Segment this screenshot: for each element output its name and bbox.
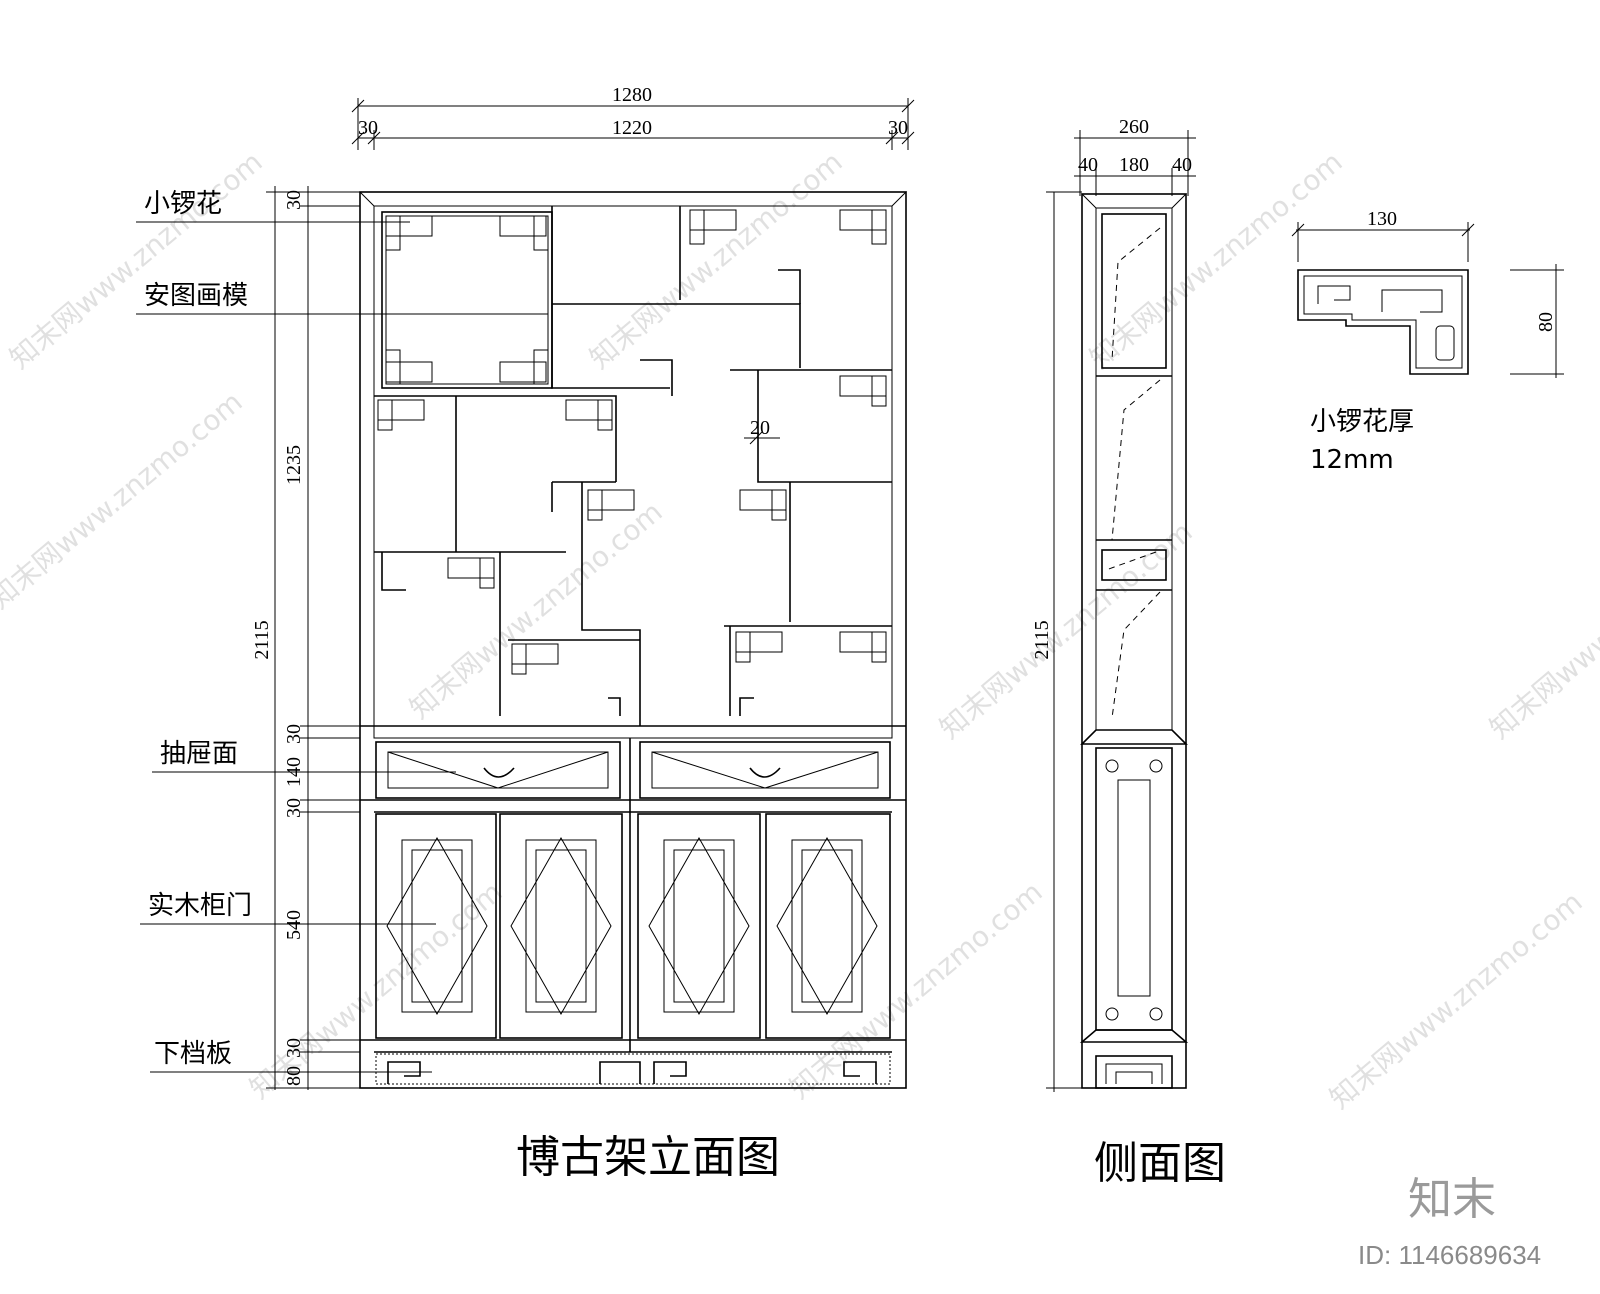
bracket-ornament (587, 489, 635, 511)
dim-detail-height: 80 (1535, 312, 1557, 332)
top-dimensions: 1280 30 1220 30 (351, 84, 915, 150)
front-elevation-title: 博古架立面图 (516, 1132, 780, 1183)
callouts: 小锣花 安图画模 抽屉面 实木柜门 下档板 (136, 189, 548, 1073)
dim-upper-height: 1235 (283, 445, 305, 485)
dim-mid-rail-1: 30 (283, 724, 305, 744)
bracket-ornament (499, 361, 547, 383)
bracket-ornament (839, 209, 887, 231)
watermark-text: 知末网www.znzmo.com (583, 145, 848, 375)
side-view: 260 40 180 40 2115 侧面图 (1031, 116, 1226, 1189)
detail-note-line2: 12mm (1310, 445, 1394, 475)
dim-shelf-gap: 20 (750, 417, 770, 439)
drawer-section (360, 725, 906, 1052)
bracket-ornament (735, 631, 783, 653)
shelf-gap-dim: 20 (744, 417, 780, 445)
left-dimensions: 30 1235 2115 30 140 30 540 30 80 (251, 186, 360, 1090)
door-panel-4 (765, 813, 891, 1039)
dim-overall-width: 1280 (612, 84, 652, 106)
drawer-handle-left (483, 767, 515, 778)
door-panel-3 (637, 813, 761, 1039)
dim-side-frame-left: 40 (1078, 154, 1098, 176)
top-rail (358, 191, 908, 207)
bracket-ornament (511, 643, 559, 665)
bracket-ornament (739, 489, 787, 511)
callout-painting-frame: 安图画模 (144, 281, 248, 311)
callout-small-bracket: 小锣花 (144, 189, 222, 219)
bracket-ornament (565, 399, 613, 421)
watermark-text: 知末网www.znzmo.com (783, 875, 1048, 1105)
door-section (375, 813, 891, 1039)
watermark-text: 知末网www.znzmo.com (0, 385, 249, 615)
watermark-text: 知末网www.znzmo.com (1083, 145, 1348, 375)
bracket-detail: 130 80 小锣花厚 12mm (1291, 208, 1564, 475)
detail-note-line1: 小锣花厚 (1310, 407, 1414, 437)
bracket-ornament (377, 399, 425, 421)
dim-side-frame-right: 40 (1172, 154, 1192, 176)
bracket-ornament (385, 215, 433, 237)
bracket-ornament (447, 557, 495, 579)
image-id-watermark: ID: 1146689634 (1358, 1240, 1541, 1270)
callout-wood-door: 实木柜门 (148, 891, 252, 921)
dim-lower-rail: 30 (283, 1038, 305, 1058)
brand-watermark: 知末 (1408, 1174, 1496, 1225)
corner-brackets (377, 209, 887, 675)
bracket-ornament (839, 375, 887, 397)
dim-margin-left: 30 (358, 117, 378, 139)
side-view-title: 侧面图 (1094, 1138, 1226, 1189)
dim-plinth: 80 (283, 1066, 305, 1086)
bracket-profile (1297, 269, 1469, 375)
dim-side-inner: 180 (1119, 154, 1149, 176)
watermark-text: 知末网www.znzmo.com (403, 495, 668, 725)
drawer-right (639, 741, 891, 799)
watermark-text: 知末网www.znzmo.com (1323, 885, 1588, 1115)
bracket-ornament (385, 361, 433, 383)
dim-mid-rail-2: 30 (283, 798, 305, 818)
dim-detail-width: 130 (1367, 208, 1397, 230)
drawer-left (375, 741, 621, 799)
dim-inner-width: 1220 (612, 117, 652, 139)
bracket-ornament (839, 631, 887, 653)
watermark-text: 知末网www.znzmo.com (3, 145, 268, 375)
side-door-panel (1095, 747, 1173, 1031)
door-panel-1 (375, 813, 497, 1039)
dim-height-total: 2115 (251, 620, 273, 659)
door-panel-2 (499, 813, 623, 1039)
callout-kick-board: 下档板 (154, 1039, 232, 1069)
drawer-handle-right (749, 767, 781, 778)
dim-margin-right: 30 (888, 117, 908, 139)
kick-board (360, 1039, 906, 1085)
dim-top-rail: 30 (283, 190, 305, 210)
dim-side-height: 2115 (1031, 620, 1053, 659)
callout-drawer-face: 抽屉面 (160, 739, 238, 769)
front-elevation: 1280 30 1220 30 30 1235 2115 30 140 30 5… (136, 84, 915, 1183)
dim-side-depth: 260 (1119, 116, 1149, 138)
watermark-text: 知末网www.znzmo.com (1483, 515, 1600, 745)
bracket-ornament (499, 215, 547, 237)
dim-door-height: 540 (283, 910, 305, 940)
shelf-grid (374, 206, 892, 726)
